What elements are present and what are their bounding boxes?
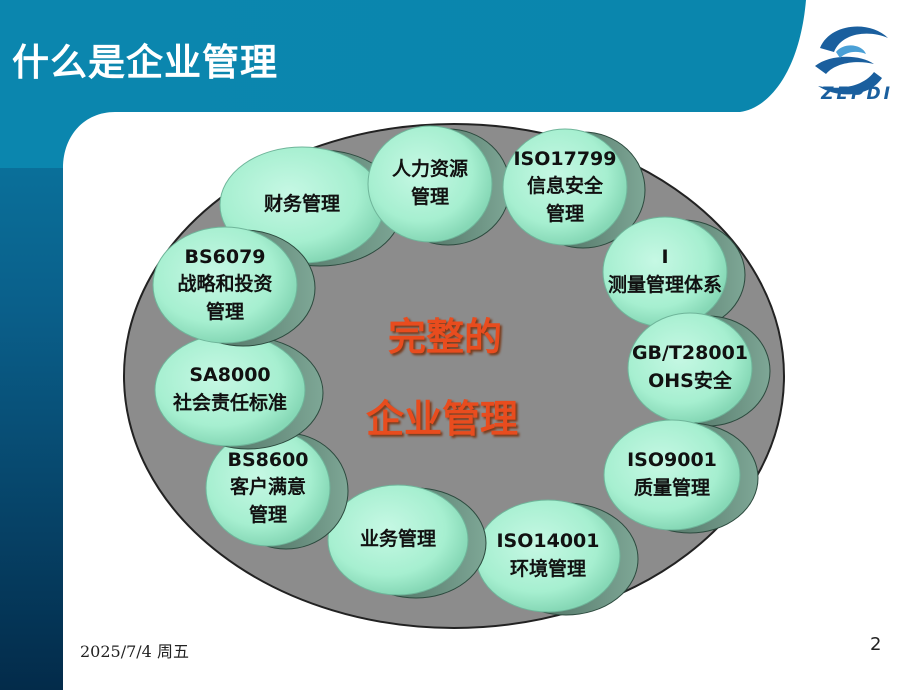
bubble-face [367, 125, 493, 243]
bubble-bs8600 [205, 429, 349, 550]
logo-text: ZEPDI [821, 84, 893, 104]
bubble-label-iso9001: ISO9001 质量管理 [604, 420, 740, 530]
bubble-line: 管理 [248, 503, 287, 526]
bubble-gbt28001 [627, 312, 771, 427]
page-number: 2 [870, 634, 882, 655]
bubble-hr [367, 125, 511, 246]
center-text-line1: 完整的 [388, 315, 503, 359]
bubble-sa8000 [154, 333, 324, 450]
bubble-line: GB/T28001 [631, 342, 749, 365]
bubble-label-hr: 人力资源管理 [368, 126, 492, 242]
bubble-line: 信息安全 [526, 175, 603, 198]
bubble-label-finance: 财务管理 [220, 147, 384, 263]
bubble-line: 人力资源 [391, 158, 468, 181]
bubble-face [603, 419, 741, 531]
bubble-line: 测量管理体系 [607, 274, 722, 296]
bubble-label-measure: I 测量管理体系 [603, 217, 727, 327]
zepdi-logo-icon [815, 26, 888, 95]
bubble-bs6079 [152, 226, 316, 347]
bubble-iso17799 [502, 128, 646, 249]
bubble-line: 业务管理 [359, 528, 436, 551]
bubble-label-sa8000: SA8000 社会责任标准 [155, 334, 305, 446]
bubble-business [327, 484, 487, 599]
bubble-line: 管理 [205, 300, 244, 323]
bubble-line: I [661, 246, 669, 269]
bubble-line: 管理 [410, 186, 449, 208]
bubble-label-iso17799: ISO17799 信息安全管理 [503, 129, 627, 245]
top-banner [0, 0, 806, 168]
bubble-face [152, 226, 298, 344]
bubble-line: 质量管理 [633, 477, 710, 499]
bubble-line: 客户满意 [229, 476, 306, 499]
bubble-iso9001 [603, 419, 759, 534]
bubble-label-iso14001: ISO14001 环境管理 [476, 500, 620, 612]
slide-date: 2025/7/4 周五 [80, 642, 189, 661]
bubble-label-business: 业务管理 [328, 485, 468, 595]
bubble-iso14001 [475, 499, 639, 616]
bubble-line: OHS安全 [648, 370, 732, 392]
bubble-line: BS6079 [184, 245, 266, 268]
bubble-line: ISO9001 [627, 449, 717, 472]
bubble-line: ISO17799 [513, 147, 617, 170]
bubble-face [327, 484, 469, 596]
bubble-label-bs8600: BS8600 客户满意管理 [206, 430, 330, 546]
bubble-line: 管理 [545, 202, 584, 225]
bubble-line: 社会责任标准 [172, 392, 287, 414]
bubble-line: SA8000 [189, 364, 271, 387]
bubble-line: 财务管理 [263, 193, 340, 216]
bubble-line: ISO14001 [496, 530, 600, 553]
bubble-line: 环境管理 [509, 558, 586, 580]
bubble-label-bs6079: BS6079 战略和投资管理 [153, 227, 297, 343]
bubble-line: BS8600 [227, 448, 309, 471]
slide-title: 什么是企业管理 [12, 41, 278, 84]
center-text-line2: 企业管理 [366, 397, 519, 441]
bubble-face [502, 128, 628, 246]
bubble-line: 战略和投资 [177, 273, 273, 296]
bubble-measure [602, 216, 746, 331]
